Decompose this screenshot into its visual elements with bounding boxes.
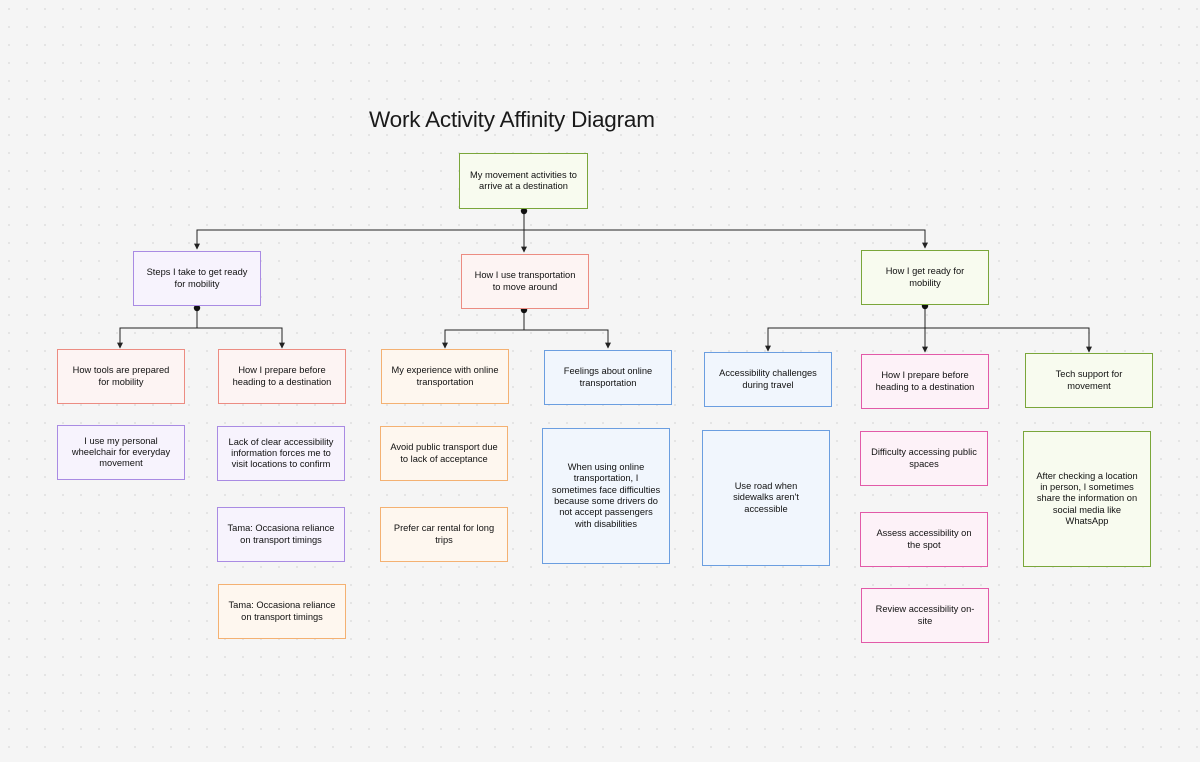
note-card-prepare-2[interactable]: Tama: Occasiona reliance on transport ti…	[217, 507, 345, 562]
diagram-title: Work Activity Affinity Diagram	[369, 107, 655, 132]
note-card-experience-1[interactable]: Avoid public transport due to lack of ac…	[380, 426, 508, 481]
note-card-text: Assess accessibility on the spot	[876, 528, 972, 550]
note-card-experience-2[interactable]: Prefer car rental for long trips	[380, 507, 508, 562]
connector-steps-prepare	[196, 308, 285, 349]
subgroup-card-ready-prepare[interactable]: How I prepare before heading to a destin…	[861, 354, 989, 409]
root-card-text: My movement activities to arrive at a de…	[470, 169, 577, 191]
note-card-feelings-1[interactable]: When using online transportation, I some…	[542, 428, 670, 564]
note-card-text: Review accessibility on-site	[875, 604, 975, 626]
note-card-text: Prefer car rental for long trips	[393, 523, 495, 545]
subgroup-card-prepare[interactable]: How I prepare before heading to a destin…	[218, 349, 346, 404]
connector-root-ready	[523, 211, 928, 249]
note-card-tools-1[interactable]: I use my personal wheelchair for everyda…	[57, 425, 185, 480]
note-card-ready-prepare-1[interactable]: Difficulty accessing public spaces	[860, 431, 988, 486]
subgroup-card-feelings[interactable]: Feelings about online transportation	[544, 350, 672, 405]
subgroup-card-feelings-text: Feelings about online transportation	[563, 366, 653, 388]
note-card-text: Tama: Occasiona reliance on transport ti…	[227, 523, 335, 545]
subgroup-card-tools[interactable]: How tools are prepared for mobility	[57, 349, 185, 404]
subgroup-card-experience[interactable]: My experience with online transportation	[381, 349, 509, 404]
connector-root-steps	[194, 211, 525, 250]
note-card-text: Use road when sidewalks aren't accessibl…	[733, 481, 799, 514]
note-card-text: Difficulty accessing public spaces	[871, 447, 977, 469]
subgroup-card-experience-text: My experience with online transportation	[391, 365, 499, 387]
note-card-tech-1[interactable]: After checking a location in person, I s…	[1023, 431, 1151, 567]
connector-ready-challenges	[765, 306, 926, 352]
connector-steps-tools	[117, 308, 198, 349]
note-card-prepare-1[interactable]: Lack of clear accessibility information …	[217, 426, 345, 481]
root-card[interactable]: My movement activities to arrive at a de…	[459, 153, 588, 209]
note-card-text: I use my personal wheelchair for everyda…	[71, 435, 171, 469]
group-card-steps[interactable]: Steps I take to get ready for mobility	[133, 251, 261, 306]
subgroup-card-ready-prepare-text: How I prepare before heading to a destin…	[875, 370, 975, 392]
subgroup-card-tech-text: Tech support for movement	[1055, 369, 1123, 391]
note-card-text: Lack of clear accessibility information …	[228, 436, 334, 470]
note-card-text: After checking a location in person, I s…	[1036, 470, 1138, 526]
connector-ready-tech	[924, 306, 1092, 353]
group-card-transport[interactable]: How I use transportation to move around	[461, 254, 589, 309]
group-card-steps-text: Steps I take to get ready for mobility	[146, 267, 248, 289]
note-card-ready-prepare-3[interactable]: Review accessibility on-site	[861, 588, 989, 643]
connector-transport-feelings	[523, 310, 611, 349]
note-card-text: Avoid public transport due to lack of ac…	[390, 442, 498, 464]
subgroup-card-tools-text: How tools are prepared for mobility	[72, 365, 170, 387]
subgroup-card-challenges-text: Accessibility challenges during travel	[719, 368, 817, 390]
group-card-transport-text: How I use transportation to move around	[474, 270, 576, 292]
note-card-text: When using online transportation, I some…	[551, 462, 661, 529]
note-card-challenges-1[interactable]: Use road when sidewalks aren't accessibl…	[702, 430, 830, 566]
subgroup-card-tech[interactable]: Tech support for movement	[1025, 353, 1153, 408]
note-card-text: Tama: Occasiona reliance on transport ti…	[228, 600, 336, 622]
subgroup-card-prepare-text: How I prepare before heading to a destin…	[232, 365, 332, 387]
connector-transport-experience	[442, 310, 525, 349]
group-card-ready-text: How I get ready for mobility	[885, 266, 965, 288]
group-card-ready[interactable]: How I get ready for mobility	[861, 250, 989, 305]
note-card-ready-prepare-2[interactable]: Assess accessibility on the spot	[860, 512, 988, 567]
subgroup-card-challenges[interactable]: Accessibility challenges during travel	[704, 352, 832, 407]
note-card-prepare-3[interactable]: Tama: Occasiona reliance on transport ti…	[218, 584, 346, 639]
